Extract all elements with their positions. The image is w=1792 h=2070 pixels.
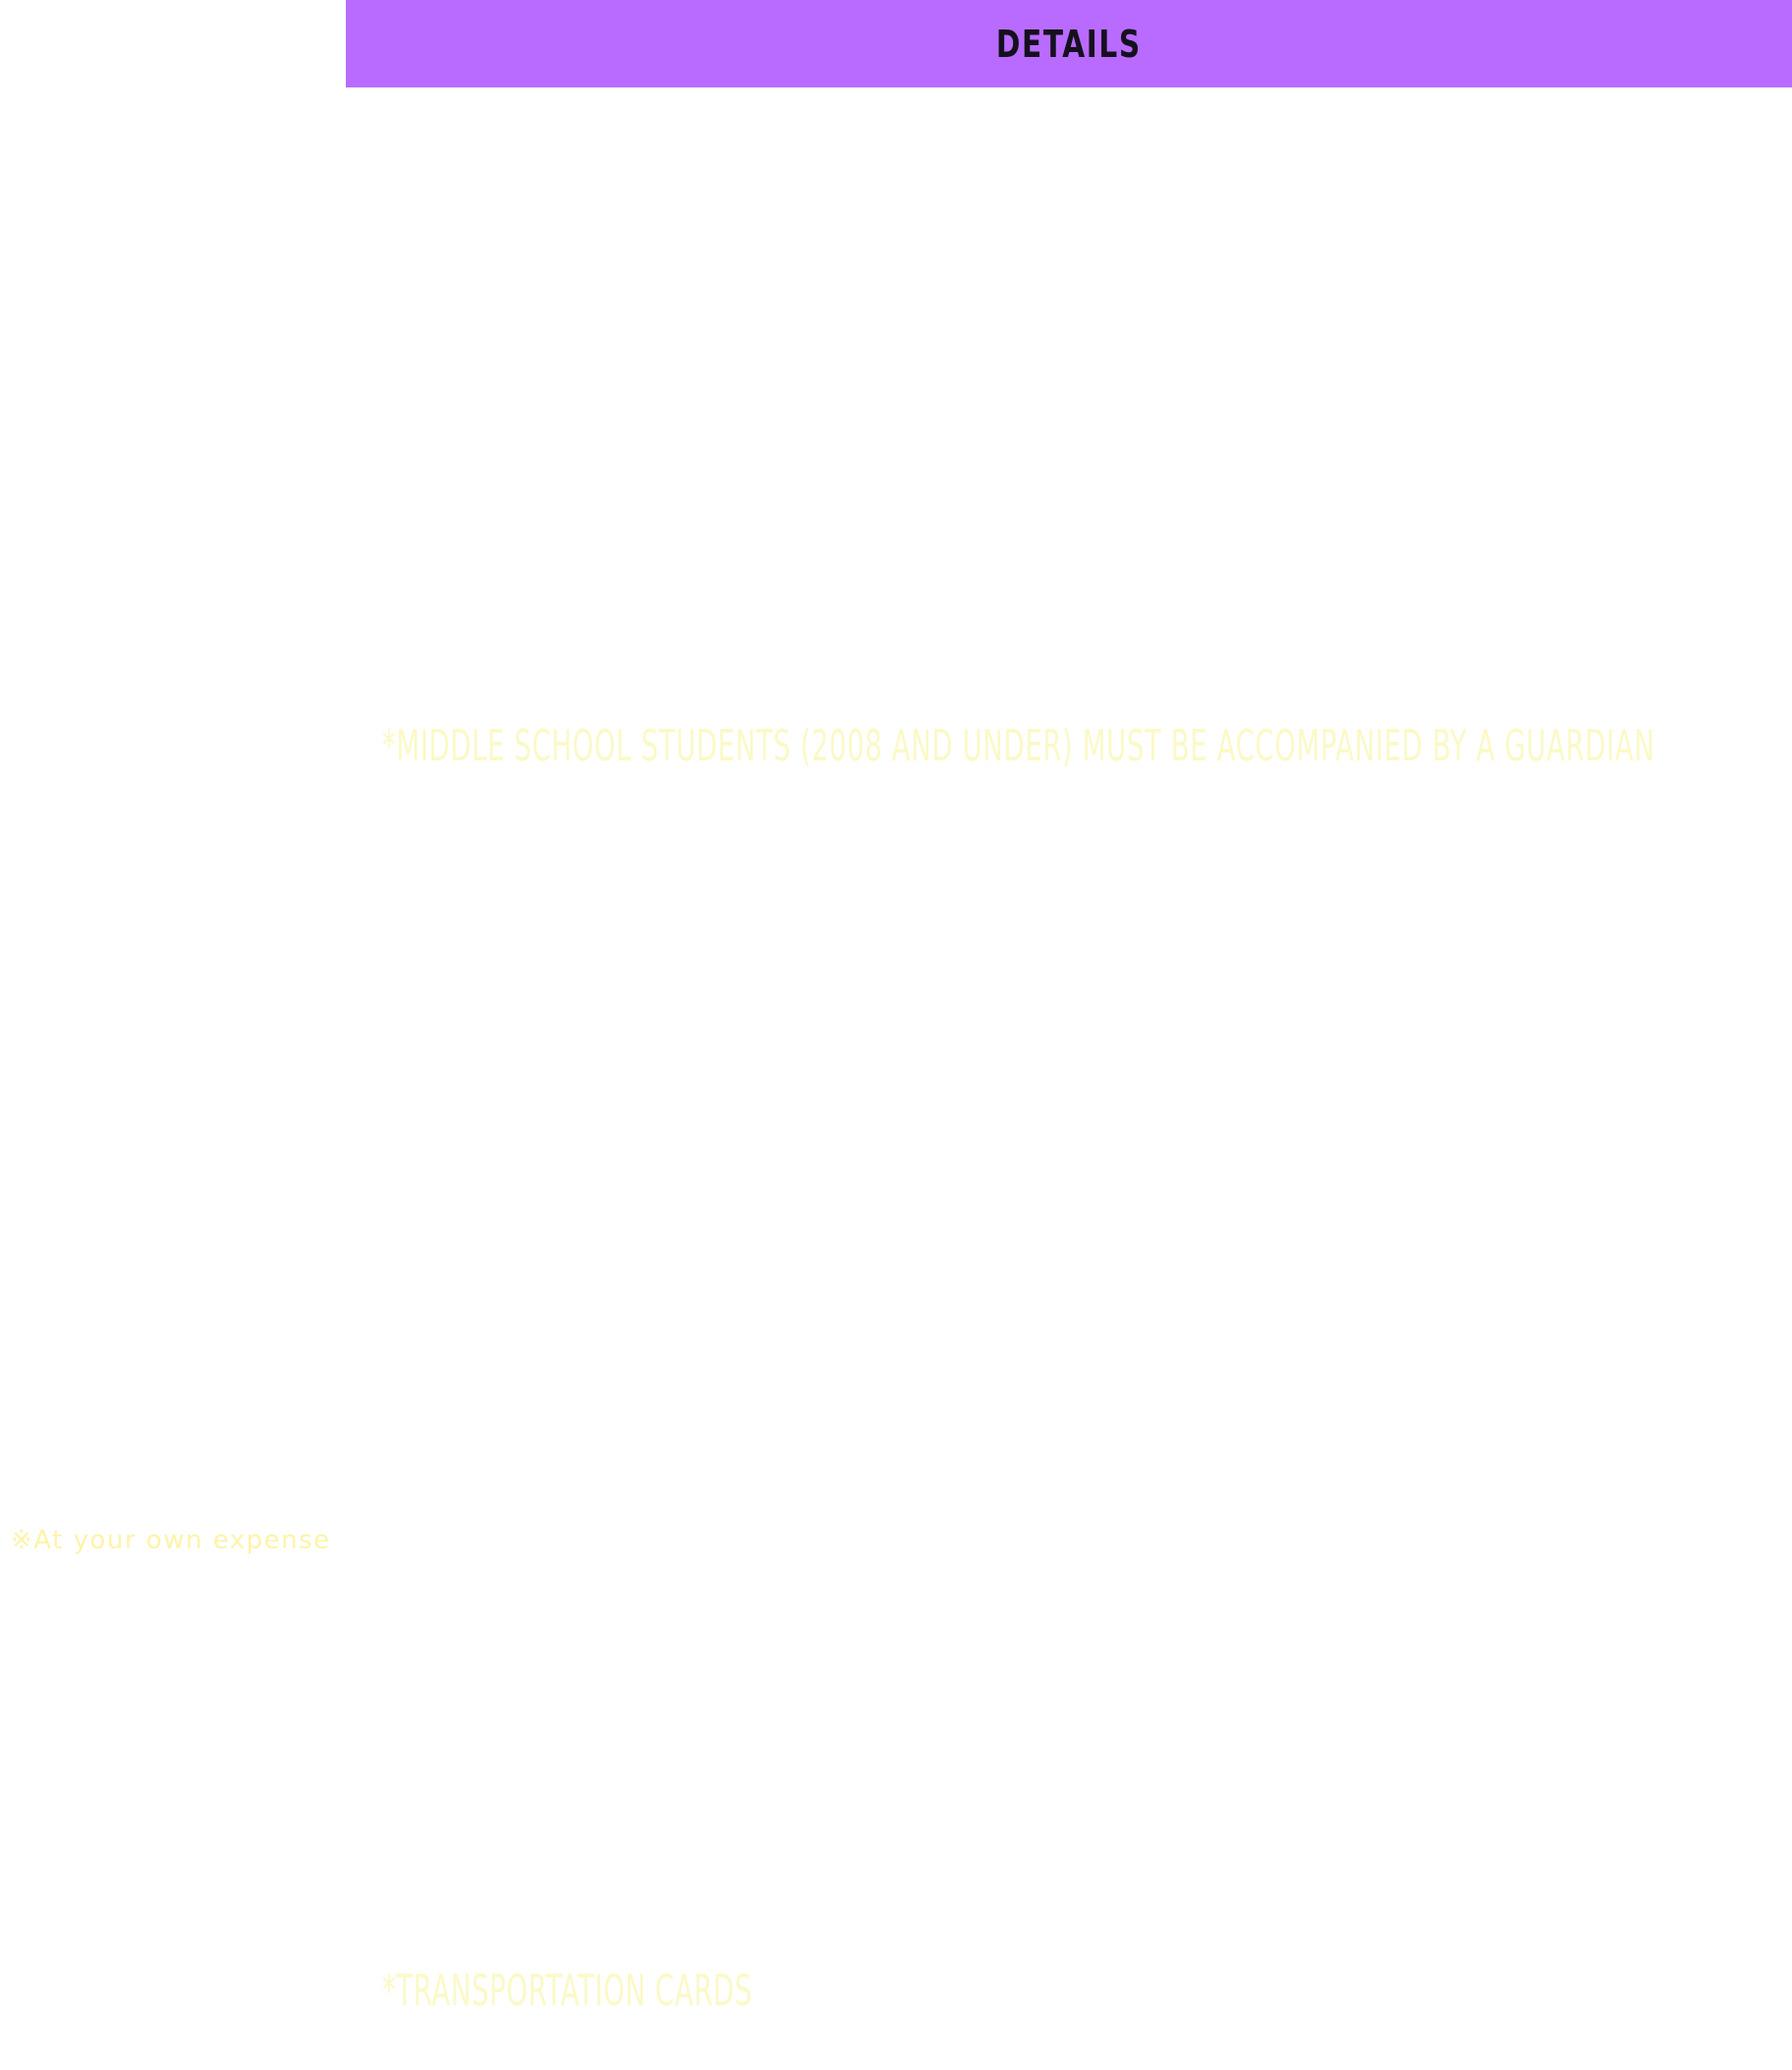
transportation-cards-note: *TRANSPORTATION CARDS <box>382 1966 753 2016</box>
details-header-bar: DETAILS <box>346 0 1792 87</box>
guardian-requirement-note: *MIDDLE SCHOOL STUDENTS (2008 AND UNDER)… <box>382 721 1655 771</box>
page-title: DETAILS <box>996 22 1142 66</box>
expense-note: ※At your own expense <box>11 1526 331 1555</box>
